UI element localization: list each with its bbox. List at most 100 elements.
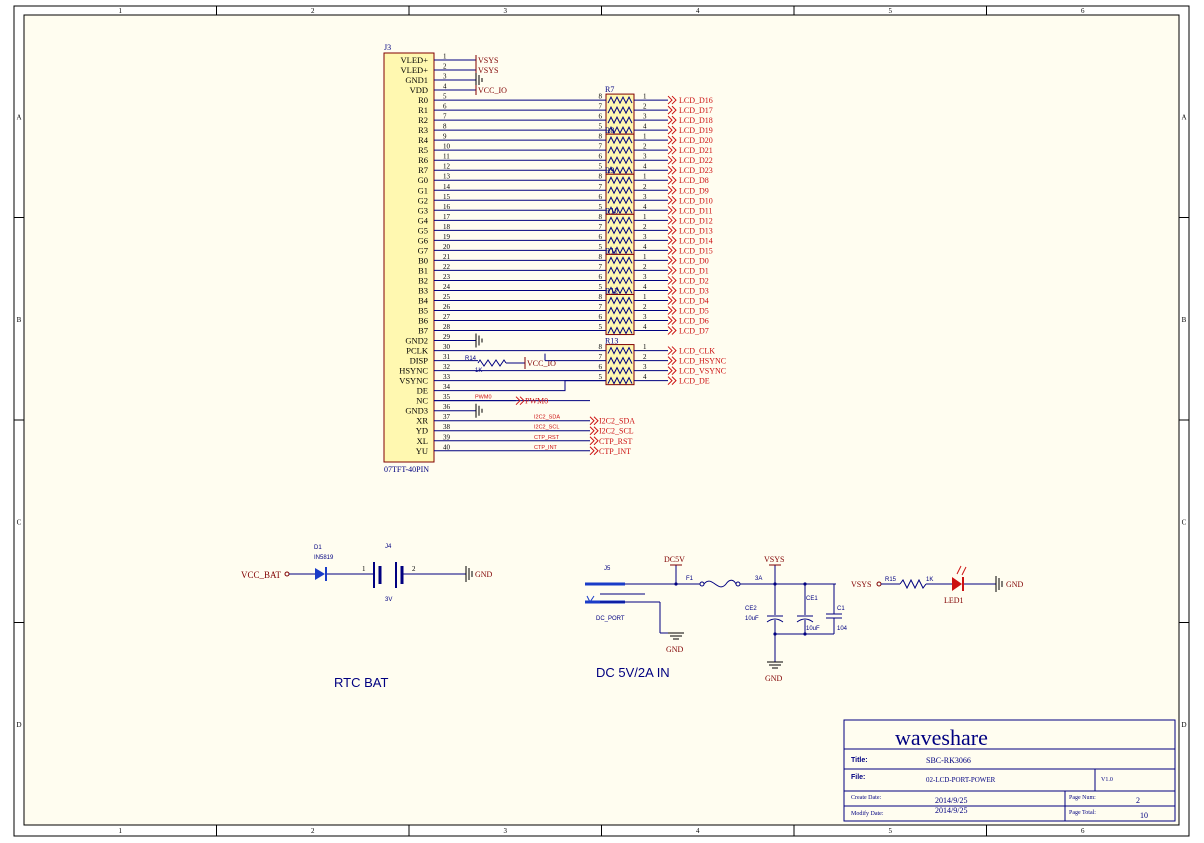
- j3-pin-number: 29: [443, 333, 451, 341]
- j3-pin-number: 23: [443, 273, 451, 281]
- j3-connector-body: [383, 52, 435, 463]
- frame-col-label-top: 1: [119, 7, 123, 15]
- frame-col-label-top: 2: [311, 7, 315, 15]
- j3-part: 07TFT-40PIN: [384, 465, 429, 474]
- rtc-bat-block: VCC_BAT D1 IN5819 1 J4 3V 2 GND RTC BAT: [241, 544, 493, 690]
- j3-pin-name: G6: [418, 235, 428, 245]
- lcd-net-label: LCD_D6: [679, 317, 709, 326]
- rpack-pin-left: 6: [599, 363, 603, 371]
- rpack-pin-right: 2: [643, 143, 647, 151]
- port-net-label: CTP_INT: [599, 447, 631, 456]
- rpack-pin-right: 2: [643, 353, 647, 361]
- fuse-symbol: [703, 579, 737, 588]
- rpack-pin-left: 8: [599, 343, 603, 351]
- rpack-pin-right: 3: [643, 363, 647, 371]
- rpack-ref: R7: [605, 85, 614, 94]
- j3-pin-number: 4: [443, 83, 447, 91]
- j3-pin-name: GND1: [405, 75, 428, 85]
- j3-pin-number: 40: [443, 443, 451, 451]
- r14-net-label: VCC_IO: [527, 359, 556, 368]
- ce1-ref: CE1: [806, 596, 818, 602]
- j3-pin-name: PCLK: [406, 346, 429, 356]
- rpack-ref: R10: [605, 206, 618, 215]
- lcd-net-label: LCD_D20: [679, 136, 713, 145]
- lcd-net-label: LCD_CLK: [679, 347, 715, 356]
- dc-gnd-label: GND: [666, 645, 684, 654]
- d1-diode-symbol: [315, 568, 325, 580]
- rpack-ref: R11: [605, 246, 618, 255]
- j3-pin-name: G5: [418, 225, 428, 235]
- frame-col-label-bottom: 5: [889, 827, 893, 835]
- j3-pin-number: 6: [443, 103, 447, 111]
- rpack-ref: R12: [605, 286, 618, 295]
- j3-pin-name: R0: [418, 95, 428, 105]
- j3-pin-number: 30: [443, 343, 451, 351]
- ce2-ref: CE2: [745, 606, 757, 612]
- lcd-net-label: LCD_D22: [679, 156, 713, 165]
- j3-pin-name: B1: [418, 265, 428, 275]
- lcd-net-label: LCD_HSYNC: [679, 357, 726, 366]
- j3-pin-number: 39: [443, 433, 451, 441]
- modify-date-label: Modify Date:: [851, 810, 884, 817]
- page-num-label: Page Num:: [1069, 795, 1096, 801]
- ce2-value: 10uF: [745, 616, 759, 622]
- rpack-pin-left: 7: [599, 353, 603, 361]
- j3-pin-name: B6: [418, 316, 428, 326]
- rtc-bat-caption: RTC BAT: [334, 675, 388, 690]
- j3-pin-name: B4: [418, 295, 429, 305]
- create-date-value: 2014/9/25: [935, 796, 967, 805]
- rpack-pin-right: 4: [643, 243, 647, 251]
- rpack-pin-left: 8: [599, 173, 603, 181]
- j3-pin-number: 21: [443, 253, 451, 261]
- frame-row-label-right: C: [1182, 518, 1187, 526]
- lcd-net-label: LCD_D12: [679, 216, 713, 225]
- rpack-pin-right: 3: [643, 193, 647, 201]
- j3-pin-name: DISP: [410, 356, 429, 366]
- j3-pin-name: B5: [418, 306, 428, 316]
- rpack-pin-left: 8: [599, 93, 603, 101]
- rpack-pin-right: 1: [643, 293, 647, 301]
- j3-pin-name: VDD: [410, 85, 428, 95]
- rpack-pin-right: 4: [643, 123, 647, 131]
- lcd-net-label: LCD_D5: [679, 307, 709, 316]
- lcd-net-label: LCD_D13: [679, 226, 713, 235]
- j3-pin-name: VLED+: [401, 65, 429, 75]
- j3-pin-number: 31: [443, 353, 451, 361]
- led1-ref: LED1: [944, 596, 964, 605]
- title-label: Title:: [851, 757, 868, 764]
- j3-ref: J3: [384, 43, 391, 52]
- j3-pin-number: 33: [443, 373, 451, 381]
- lcd-net-label: LCD_D7: [679, 327, 709, 336]
- led-vsys-net: VSYS: [851, 580, 871, 589]
- j4-pin2: 2: [412, 565, 416, 573]
- j3-pin-name: YD: [416, 426, 428, 436]
- j3-pin-name: R2: [418, 115, 428, 125]
- rpack-pin-left: 8: [599, 253, 603, 261]
- rpack-pin-left: 8: [599, 293, 603, 301]
- rpack-pin-right: 2: [643, 303, 647, 311]
- j3-pin-name: G7: [418, 245, 428, 255]
- rpack-pin-right: 2: [643, 263, 647, 271]
- j3-pin-name: GND3: [405, 406, 428, 416]
- rtc-gnd-label: GND: [475, 570, 493, 579]
- rpack-pin-left: 7: [599, 263, 603, 271]
- led-gnd-label: GND: [1006, 580, 1024, 589]
- port-wire-label: CTP_INT: [534, 445, 558, 451]
- j3-pin-name: G1: [418, 185, 428, 195]
- rpack-pin-right: 2: [643, 183, 647, 191]
- j3-pin-name: R5: [418, 145, 428, 155]
- j3-pin-number: 36: [443, 403, 451, 411]
- version-value: V1.0: [1101, 777, 1113, 783]
- power-led-block: VSYS R15 1K LED1 GND: [851, 565, 1024, 605]
- j3-pin-name: XL: [417, 436, 428, 446]
- j4-ref: J4: [385, 544, 392, 550]
- lcd-net-label: LCD_D21: [679, 146, 713, 155]
- j3-pin-name: DE: [417, 386, 428, 396]
- frame-col-label-top: 4: [696, 7, 700, 15]
- page-total-label: Page Total:: [1069, 810, 1096, 816]
- j3-pin-number: 32: [443, 363, 451, 371]
- j3-pin-number: 17: [443, 213, 451, 221]
- j3-pin-number: 27: [443, 313, 451, 321]
- vcc-bat-net: VCC_BAT: [241, 570, 282, 580]
